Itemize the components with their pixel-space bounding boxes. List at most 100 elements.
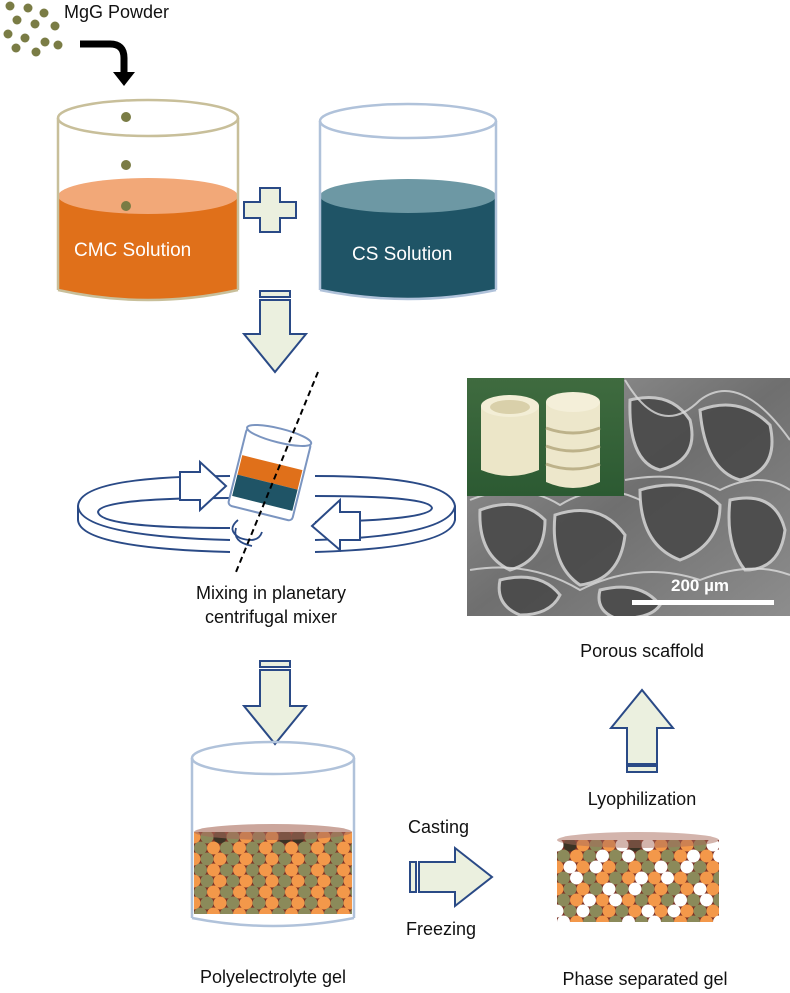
gel-particle [576,860,590,874]
gel-particle [680,882,694,896]
gel-particle [304,896,318,910]
gel-particle [311,885,324,899]
plus-icon [243,187,297,233]
gel-particle [589,904,603,918]
gel-particle [337,841,350,855]
gel-particle [291,896,305,910]
gel-particle [213,896,227,910]
gel-particle [220,885,233,899]
gel-particle [259,885,272,899]
gel-particle [226,852,240,866]
gel-particle [674,871,687,885]
gel-particle [713,915,719,922]
gel-particle [285,841,298,855]
gel-particle [700,915,713,922]
gel-particle [687,871,700,885]
gel-particle [233,885,246,899]
gel-particle [557,904,564,918]
gel-particle [628,882,642,896]
right-arrow-icon [409,845,494,909]
gel-particle [194,852,201,866]
gel-particle [291,852,305,866]
gel-particle [304,874,318,888]
gel-particle [291,874,305,888]
gel-particle [337,863,350,877]
gel-particle [680,860,694,874]
gel-particle [615,860,629,874]
gel-particle [194,841,207,855]
gel-particle [706,882,719,896]
gel-particle [343,874,352,888]
gel-particle [570,871,583,885]
gel-particle [239,874,253,888]
gel-particle [317,874,331,888]
gel-particle [661,915,674,922]
gel-particle [706,860,719,874]
gel-particle [259,863,272,877]
polyelectrolyte-gel-label: Polyelectrolyte gel [199,967,347,987]
gel-particle [693,860,707,874]
gel-particle [337,885,350,899]
gel-particle [674,915,687,922]
gel-particle [570,893,583,907]
gel-particle [583,915,596,922]
gel-particle [563,860,577,874]
scale-bar-label: 200 µm [671,576,729,595]
gel-particle [259,907,272,914]
gel-particle [194,832,201,844]
gel-particle [563,882,577,896]
gel-particle [265,896,279,910]
gel-particle [596,915,609,922]
gel-particle [272,863,285,877]
gel-particle [317,896,331,910]
lyophilization-label: Lyophilization [587,789,697,809]
gel-particle [622,849,635,863]
gel-particle [330,896,344,910]
gel-particle [576,904,590,918]
gel-particle [330,874,344,888]
gel-particle [207,907,220,914]
gel-particle [622,893,635,907]
gel-particle [583,871,596,885]
gel-particle [272,885,285,899]
gel-particle [700,871,713,885]
gel-particle [557,882,564,896]
gel-particle [324,885,337,899]
gel-particle [557,860,564,874]
gel-particle [661,893,674,907]
gel-particle [576,882,590,896]
gel-particle [252,874,266,888]
cmc-beaker [56,98,240,302]
gel-particle [700,893,713,907]
gel-particle [667,860,681,874]
gel-particle [278,896,292,910]
gel-particle [233,841,246,855]
scaffold-sem-image [467,378,790,616]
gel-particle [693,904,707,918]
gel-particle [563,904,577,918]
powder-label: MgG Powder [64,2,170,22]
gel-particle [246,863,259,877]
gel-particle [557,849,570,863]
gel-particle [285,863,298,877]
down-arrow-icon [241,290,309,374]
gel-particle [680,904,694,918]
gel-particle [324,907,337,914]
cmc-solution-label: CMC Solution [74,240,192,261]
gel-particle [654,882,668,896]
gel-particle [194,874,201,888]
gel-particle [596,849,609,863]
gel-particle [194,907,207,914]
gel-particle [200,874,214,888]
casting-label: Casting [408,817,470,837]
gel-particle [635,849,648,863]
gel-particle [350,909,352,914]
gel-particle [278,852,292,866]
freezing-label: Freezing [406,919,477,939]
gel-particle [200,852,214,866]
gel-particle [207,885,220,899]
gel-particle [687,915,700,922]
up-arrow-icon [608,688,676,773]
phase-separated-gel-label: Phase separated gel [562,969,728,989]
